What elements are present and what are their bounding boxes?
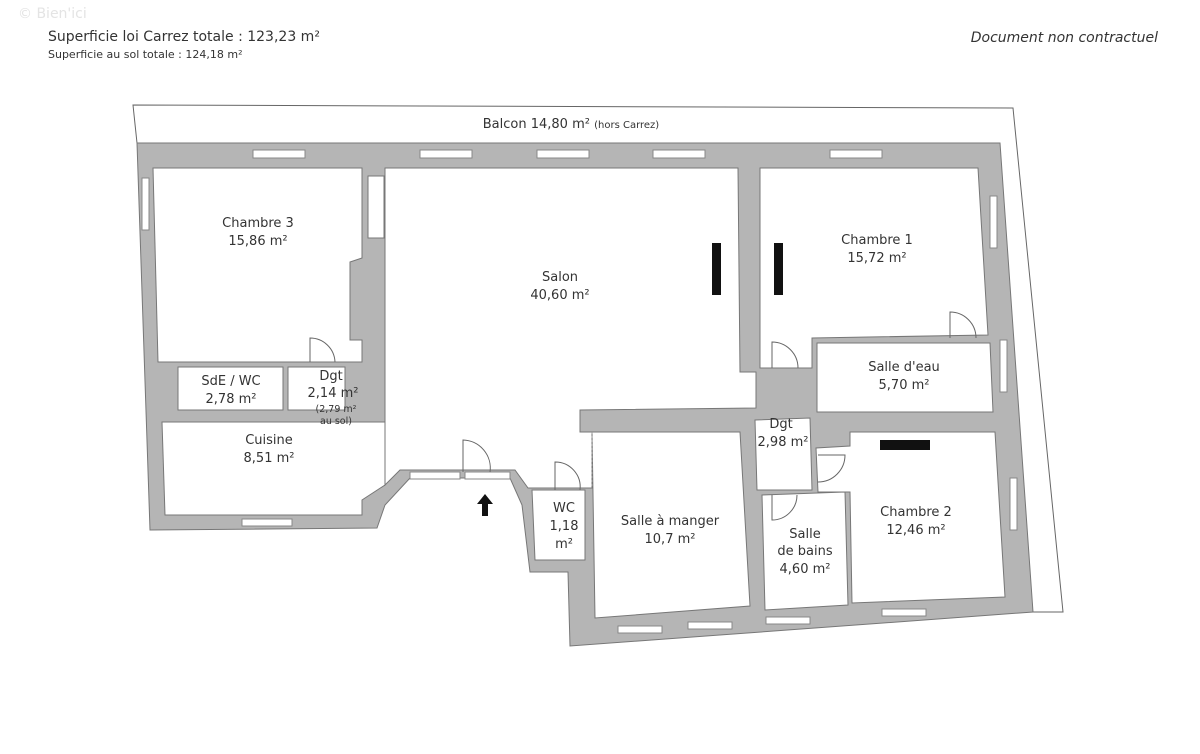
room-area: 1,18 bbox=[550, 519, 579, 534]
fireplace bbox=[774, 243, 783, 295]
room-salle-a-manger bbox=[591, 431, 751, 619]
door bbox=[817, 454, 846, 483]
room-name: Chambre 1 bbox=[841, 233, 913, 248]
window bbox=[989, 195, 998, 249]
room-name: Salle d'eau bbox=[868, 360, 940, 375]
door bbox=[554, 461, 581, 491]
room-salle-deau bbox=[816, 342, 994, 413]
room-area: 12,46 m² bbox=[886, 523, 945, 538]
door bbox=[771, 341, 799, 369]
room-sde-wc bbox=[177, 366, 284, 411]
door bbox=[949, 311, 977, 339]
window bbox=[829, 149, 883, 159]
window bbox=[1009, 477, 1018, 531]
room-area: 8,51 m² bbox=[244, 451, 295, 466]
room-area: 15,72 m² bbox=[847, 251, 906, 266]
room-name: Chambre 3 bbox=[222, 216, 294, 231]
fireplace bbox=[712, 243, 721, 295]
room-area: 10,7 m² bbox=[645, 532, 696, 547]
room-salle-de-bains bbox=[761, 491, 849, 611]
room-area: 4,60 m² bbox=[780, 562, 831, 577]
window bbox=[999, 339, 1008, 393]
room-dgt-1 bbox=[287, 366, 346, 411]
room-area: 15,86 m² bbox=[228, 234, 287, 249]
window bbox=[652, 149, 706, 159]
window bbox=[687, 621, 733, 630]
balcony-outline bbox=[132, 104, 1064, 613]
carrez-total: Superficie loi Carrez totale : 123,23 m² bbox=[48, 29, 320, 45]
room-area: 40,60 m² bbox=[530, 288, 589, 303]
room-note: au sol) bbox=[320, 416, 352, 427]
room-name: de bains bbox=[777, 544, 832, 559]
door bbox=[462, 439, 491, 473]
window bbox=[241, 518, 293, 527]
window bbox=[409, 471, 461, 480]
window bbox=[536, 149, 590, 159]
room-area: 5,70 m² bbox=[879, 378, 930, 393]
room-chambre-1 bbox=[759, 167, 989, 369]
window bbox=[419, 149, 473, 159]
watermark: © Bien'ici bbox=[18, 6, 87, 22]
room-cuisine bbox=[161, 421, 386, 516]
door bbox=[771, 494, 798, 521]
window bbox=[881, 608, 927, 617]
room-area-unit: m² bbox=[555, 537, 573, 552]
room-name: Dgt bbox=[769, 417, 792, 432]
window bbox=[765, 616, 811, 625]
room-chambre-3 bbox=[152, 167, 363, 363]
room-name: Salle à manger bbox=[621, 514, 720, 529]
room-dgt-2 bbox=[754, 417, 813, 491]
floor-total: Superficie au sol totale : 124,18 m² bbox=[48, 48, 243, 61]
closet bbox=[367, 175, 385, 239]
room-area: 2,98 m² bbox=[758, 435, 809, 450]
room-chambre-2 bbox=[815, 431, 1006, 604]
window bbox=[464, 471, 511, 480]
room-name: Salle bbox=[789, 527, 820, 542]
window bbox=[141, 177, 150, 231]
room-area: 2,14 m² bbox=[308, 386, 359, 401]
room-wc bbox=[531, 489, 586, 561]
room-name: SdE / WC bbox=[201, 374, 260, 389]
room-name: Cuisine bbox=[245, 433, 293, 448]
room-salon bbox=[384, 167, 757, 489]
disclaimer: Document non contractuel bbox=[970, 30, 1158, 46]
room-name: Dgt bbox=[319, 369, 342, 384]
door bbox=[309, 337, 336, 363]
room-area: 2,78 m² bbox=[206, 392, 257, 407]
room-name: Salon bbox=[542, 270, 578, 285]
window bbox=[252, 149, 306, 159]
room-name: Chambre 2 bbox=[880, 505, 952, 520]
room-note: (2,79 m² bbox=[316, 404, 357, 415]
window bbox=[617, 625, 663, 634]
entrance-arrow-icon bbox=[477, 494, 493, 516]
fireplace bbox=[880, 440, 930, 450]
room-name: WC bbox=[553, 501, 575, 516]
balcony-label: Balcon 14,80 m² (hors Carrez) bbox=[483, 117, 660, 132]
